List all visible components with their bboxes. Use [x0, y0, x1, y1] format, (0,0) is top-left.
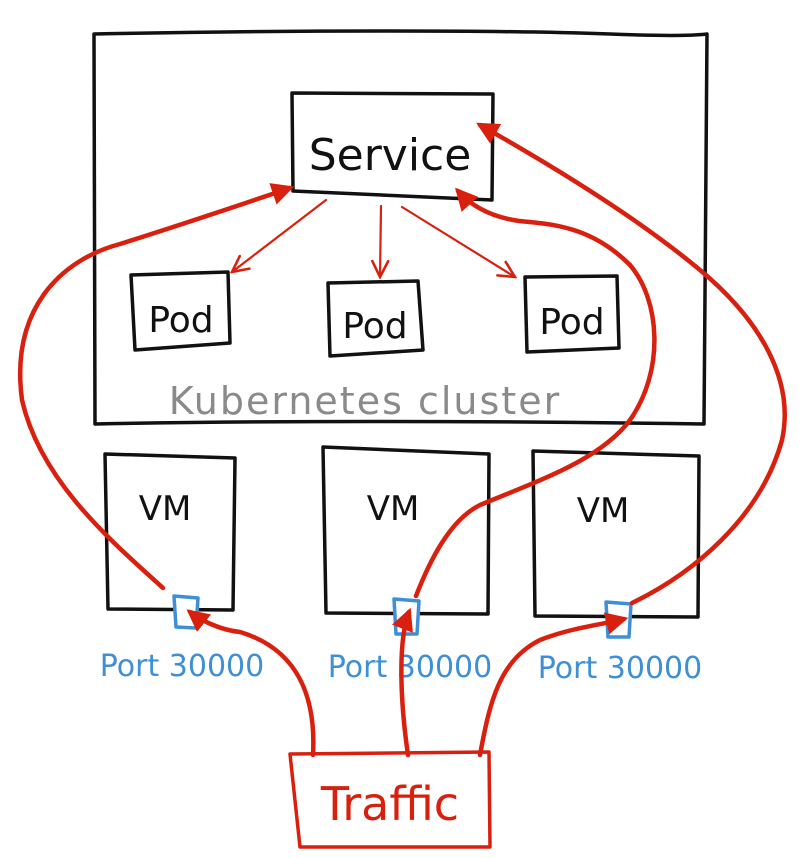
pod-node[interactable]: Pod: [129, 270, 232, 352]
traffic-label: Traffic: [320, 777, 459, 831]
service-to-pod-arrow: [232, 198, 328, 272]
vm-label: VM: [577, 491, 630, 531]
service-node[interactable]: Service: [290, 91, 495, 202]
service-label: Service: [309, 130, 472, 181]
vm-node[interactable]: VM: [531, 449, 701, 619]
port-node[interactable]: Port 30000: [100, 594, 264, 684]
vm-label: VM: [139, 489, 192, 529]
cluster-box: Kubernetes cluster: [92, 29, 709, 426]
traffic-to-port-arrow: [391, 607, 413, 758]
service-to-pod-arrow: [400, 205, 515, 277]
service-to-pod-arrow: [380, 204, 381, 277]
vm-node[interactable]: VM: [321, 445, 491, 616]
traffic-to-port-arrow: [477, 612, 629, 758]
port-label: Port 30000: [100, 649, 264, 684]
vm-node[interactable]: VM: [103, 452, 237, 612]
port-label: Port 30000: [328, 650, 492, 685]
port-to-service-arrow: [18, 183, 295, 591]
pod-node[interactable]: Pod: [523, 274, 621, 354]
pod-label: Pod: [148, 300, 213, 341]
traffic-node[interactable]: Traffic: [288, 750, 492, 849]
cluster-label: Kubernetes cluster: [169, 379, 561, 423]
port-node[interactable]: Port 30000: [328, 597, 492, 685]
port-to-service-arrow: [413, 187, 657, 599]
pod-node[interactable]: Pod: [326, 279, 425, 358]
traffic-to-port-arrow: [186, 609, 316, 758]
pod-label: Pod: [539, 302, 604, 343]
port-label: Port 30000: [538, 651, 702, 686]
vm-label: VM: [367, 489, 420, 529]
pod-label: Pod: [342, 306, 407, 347]
port-to-service-arrow: [476, 122, 787, 606]
